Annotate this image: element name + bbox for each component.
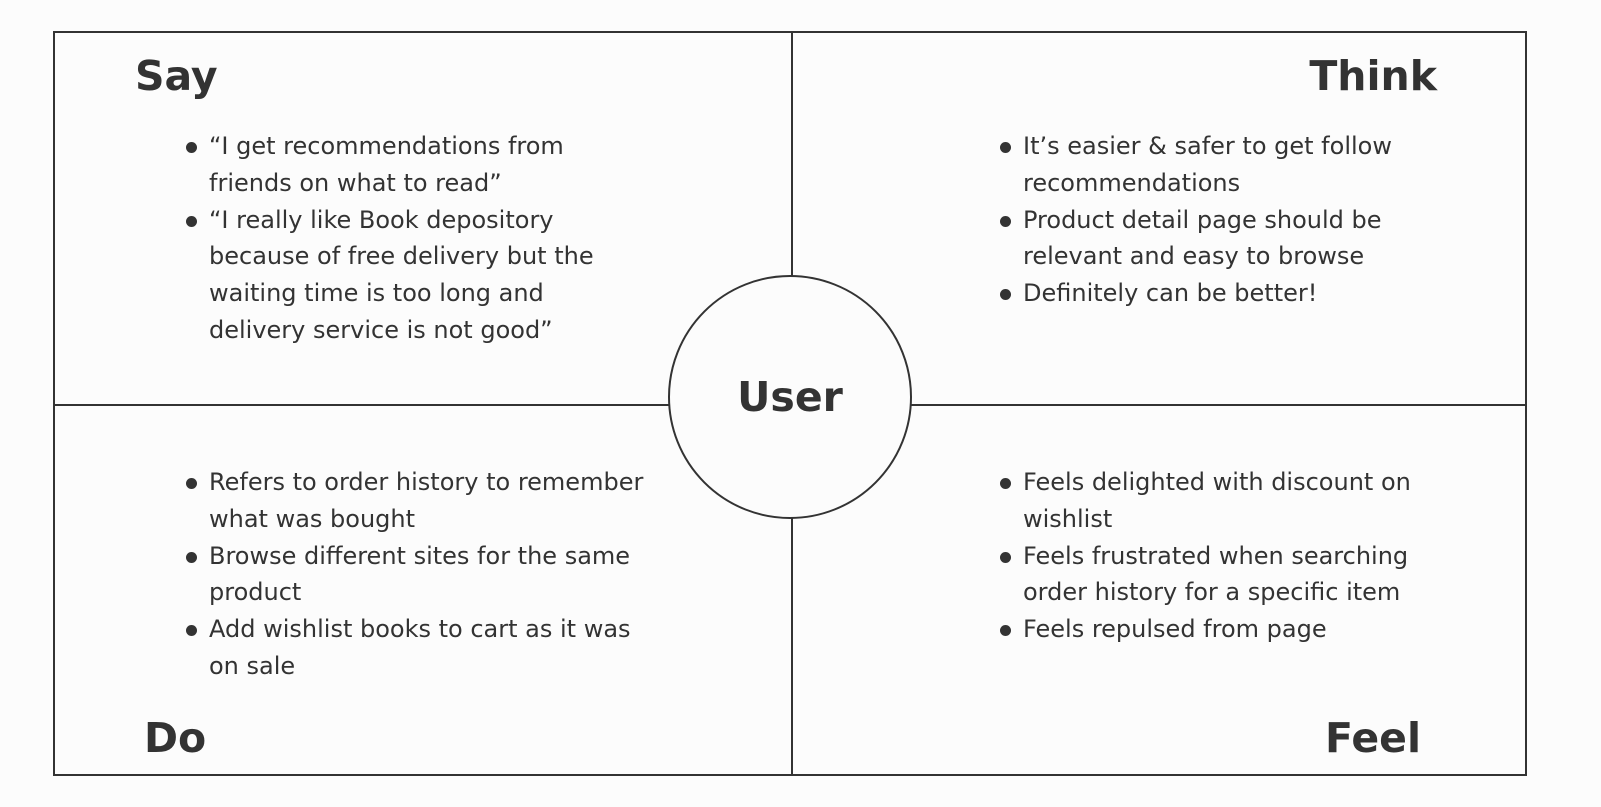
do-quadrant-heading: Do	[144, 714, 207, 762]
feel-quadrant-heading: Feel	[1324, 714, 1421, 762]
list-item: Product detail page should be relevant a…	[999, 202, 1469, 276]
say-quadrant-list: “I get recommendations from friends on w…	[185, 128, 645, 349]
feel-quadrant-list: Feels delighted with discount on wishlis…	[999, 464, 1469, 648]
list-item: It’s easier & safer to get follow recomm…	[999, 128, 1469, 202]
list-item: Add wishlist books to cart as it was on …	[185, 611, 645, 685]
do-quadrant-list: Refers to order history to remember what…	[185, 464, 645, 685]
list-item: Refers to order history to remember what…	[185, 464, 645, 538]
user-center-circle: User	[668, 275, 912, 519]
list-item: Feels delighted with discount on wishlis…	[999, 464, 1469, 538]
list-item: Definitely can be better!	[999, 275, 1469, 312]
list-item: “I really like Book depository because o…	[185, 202, 645, 349]
list-item: “I get recommendations from friends on w…	[185, 128, 645, 202]
list-item: Feels frustrated when searching order hi…	[999, 538, 1469, 612]
think-quadrant-list: It’s easier & safer to get follow recomm…	[999, 128, 1469, 312]
think-quadrant-heading: Think	[1309, 52, 1437, 100]
list-item: Feels repulsed from page	[999, 611, 1469, 648]
list-item: Browse different sites for the same prod…	[185, 538, 645, 612]
say-quadrant-heading: Say	[135, 52, 218, 100]
user-center-label: User	[737, 373, 843, 421]
